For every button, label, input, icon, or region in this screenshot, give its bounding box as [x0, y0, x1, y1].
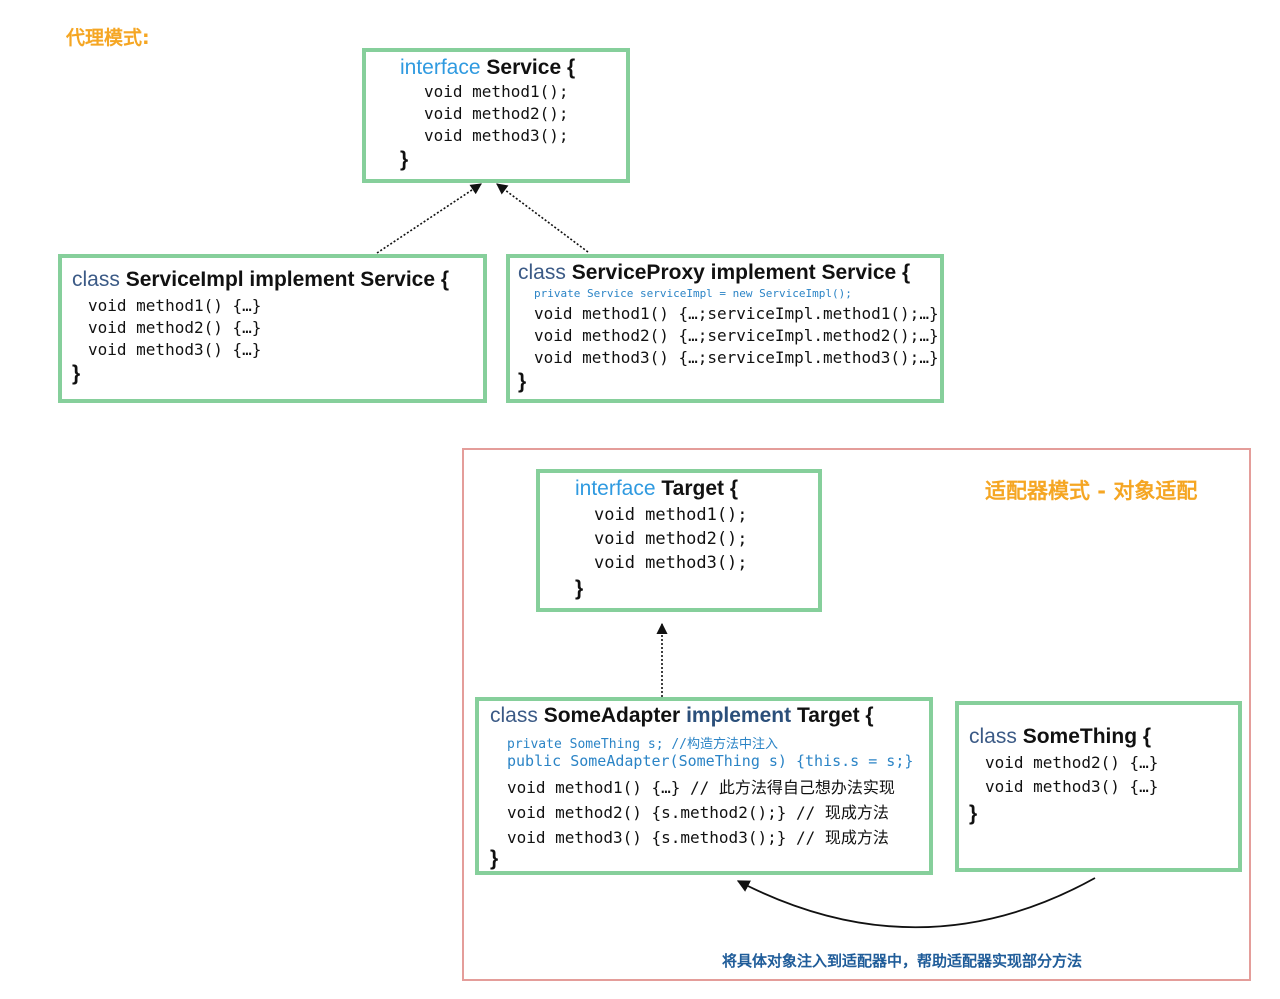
- target-method-2: void method2();: [594, 529, 748, 549]
- some-adapter-target: Target {: [796, 704, 874, 727]
- service-impl-name: ServiceImpl implement Service {: [125, 268, 450, 291]
- some-adapter-constructor: public SomeAdapter(SomeThing s) {this.s …: [507, 752, 914, 770]
- some-adapter-close-brace: }: [490, 847, 499, 870]
- class-keyword: class: [72, 268, 120, 291]
- some-adapter-method-2: void method2() {s.method2();} // 现成方法: [507, 803, 889, 822]
- interface-keyword: interface: [400, 56, 481, 79]
- adapter-pattern-title: 适配器模式 - 对象适配: [985, 479, 1198, 503]
- target-name: Target {: [661, 477, 739, 500]
- service-proxy-method-3: void method3() {…;serviceImpl.method3();…: [534, 348, 939, 367]
- proxy-pattern-title: 代理模式:: [66, 27, 150, 49]
- service-impl-close-brace: }: [72, 362, 81, 385]
- service-method-3: void method3();: [424, 126, 569, 145]
- some-adapter-box: class SomeAdapter implement Target { pri…: [475, 697, 933, 875]
- some-adapter-method-1: void method1() {…} // 此方法得自己想办法实现: [507, 778, 895, 797]
- implement-keyword: implement: [686, 704, 792, 727]
- class-keyword: class: [518, 261, 566, 284]
- impl-to-service-arrow: [376, 183, 482, 254]
- class-keyword: class: [969, 725, 1017, 748]
- target-close-brace: }: [575, 577, 584, 600]
- service-proxy-box: class ServiceProxy implement Service { p…: [506, 254, 944, 403]
- service-proxy-method-2: void method2() {…;serviceImpl.method2();…: [534, 326, 939, 345]
- service-proxy-name: ServiceProxy implement Service {: [571, 261, 911, 284]
- service-name: Service {: [486, 56, 576, 79]
- service-impl-box: class ServiceImpl implement Service { vo…: [58, 254, 487, 403]
- injection-arrow: [736, 877, 1096, 929]
- service-method-1: void method1();: [424, 82, 569, 101]
- service-close-brace: }: [400, 148, 409, 171]
- target-interface-box: interface Target { void method1(); void …: [536, 469, 822, 612]
- service-impl-method-1: void method1() {…}: [88, 296, 262, 315]
- service-method-2: void method2();: [424, 104, 569, 123]
- interface-keyword: interface: [575, 477, 656, 500]
- service-proxy-close-brace: }: [518, 370, 527, 393]
- class-keyword: class: [490, 704, 538, 727]
- some-adapter-method-3: void method3() {s.method3();} // 现成方法: [507, 828, 889, 847]
- some-thing-method-3: void method3() {…}: [985, 777, 1159, 796]
- some-thing-close-brace: }: [969, 802, 978, 825]
- some-thing-box: class SomeThing { void method2() {…} voi…: [955, 701, 1242, 872]
- service-impl-method-3: void method3() {…}: [88, 340, 262, 359]
- service-impl-method-2: void method2() {…}: [88, 318, 262, 337]
- some-adapter-name: SomeAdapter: [543, 704, 681, 727]
- some-thing-method-2: void method2() {…}: [985, 753, 1159, 772]
- service-proxy-method-1: void method1() {…;serviceImpl.method1();…: [534, 304, 939, 323]
- target-method-3: void method3();: [594, 553, 748, 573]
- some-thing-name: SomeThing {: [1022, 725, 1152, 748]
- service-interface-box: interface Service { void method1(); void…: [362, 48, 630, 183]
- some-adapter-field: private SomeThing s; //构造方法中注入: [507, 737, 779, 752]
- service-proxy-field: private Service serviceImpl = new Servic…: [534, 287, 852, 300]
- injection-note: 将具体对象注入到适配器中，帮助适配器实现部分方法: [722, 952, 1083, 970]
- target-method-1: void method1();: [594, 505, 748, 525]
- adapter-pattern-frame: [462, 448, 1251, 981]
- proxy-to-service-arrow: [496, 183, 589, 253]
